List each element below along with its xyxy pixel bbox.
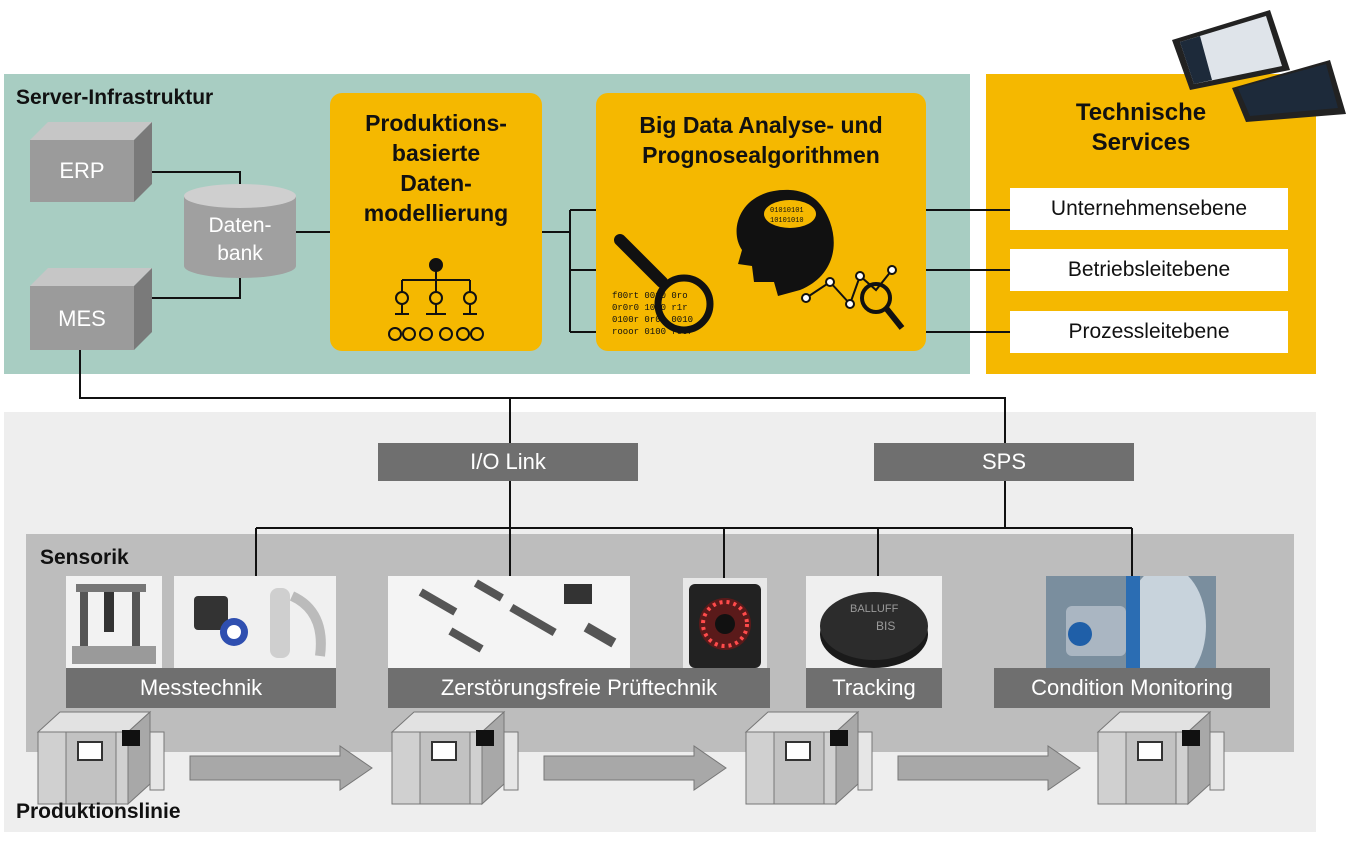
flow-arrow-3 — [897, 745, 1081, 791]
rfid-tag-image: BALLUFF BIS — [806, 576, 942, 670]
sps-bar: SPS — [874, 443, 1134, 481]
category-tracking: Tracking — [806, 668, 942, 708]
server-infrastructure-title: Server-Infrastruktur — [16, 86, 214, 109]
sensorik-title: Sensorik — [40, 546, 129, 569]
technical-services-title: Technische Services — [1075, 99, 1207, 156]
category-condition-monitoring: Condition Monitoring — [994, 668, 1270, 708]
category-messtechnik: Messtechnik — [66, 668, 336, 708]
level-item-betriebsleitebene: Betriebsleitebene — [1010, 249, 1288, 291]
category-pruftechnik: Zerstörungsfreie Prüftechnik — [388, 668, 770, 708]
ndt-sensors-image — [388, 576, 630, 670]
measuring-machine-image — [66, 576, 162, 670]
io-link-bar: I/O Link — [378, 443, 638, 481]
svg-text:10101010: 10101010 — [770, 217, 804, 225]
svg-text:0100r 0r0r 0010: 0100r 0r0r 0010 — [612, 315, 693, 325]
level-item-prozessleitebene: Prozessleitebene — [1010, 311, 1288, 353]
magnifier-binary-icon: f00rt 0010 0ro 0r0r0 1010 r1r 0100r 0r0r… — [612, 234, 714, 337]
svg-text:BIS: BIS — [876, 619, 895, 633]
machine-1 — [37, 711, 165, 805]
chart-magnifier-icon — [801, 265, 905, 330]
machine-3 — [745, 711, 873, 805]
database-label: Daten- bank — [208, 214, 272, 265]
data-modelling-title: Produktions- basierte Daten- modellierun… — [363, 110, 509, 226]
svg-text:rooor 0100 foor: rooor 0100 foor — [612, 327, 693, 337]
flow-arrow-2 — [543, 745, 727, 791]
svg-text:f00rt 0010 0ro: f00rt 0010 0ro — [612, 291, 688, 301]
production-line-title: Produktionslinie — [16, 800, 181, 823]
flow-arrow-1 — [189, 745, 373, 791]
condition-monitoring-image — [1046, 576, 1216, 670]
svg-text:01010101: 01010101 — [770, 207, 804, 215]
svg-text:0r0r0 1010 r1r: 0r0r0 1010 r1r — [612, 303, 688, 313]
svg-text:BALLUFF: BALLUFF — [850, 603, 899, 615]
camera-sensor-image — [683, 578, 767, 670]
machine-4 — [1097, 711, 1225, 805]
machine-2 — [391, 711, 519, 805]
big-data-title: Big Data Analyse- und Prognosealgorithme… — [639, 112, 883, 168]
mes-label: MES — [58, 306, 106, 331]
robot-scanner-image — [174, 576, 336, 670]
erp-label: ERP — [59, 158, 105, 183]
brain-head-icon: 01010101 10101010 — [736, 189, 834, 296]
level-item-unternehmensebene: Unternehmensebene — [1010, 188, 1288, 230]
